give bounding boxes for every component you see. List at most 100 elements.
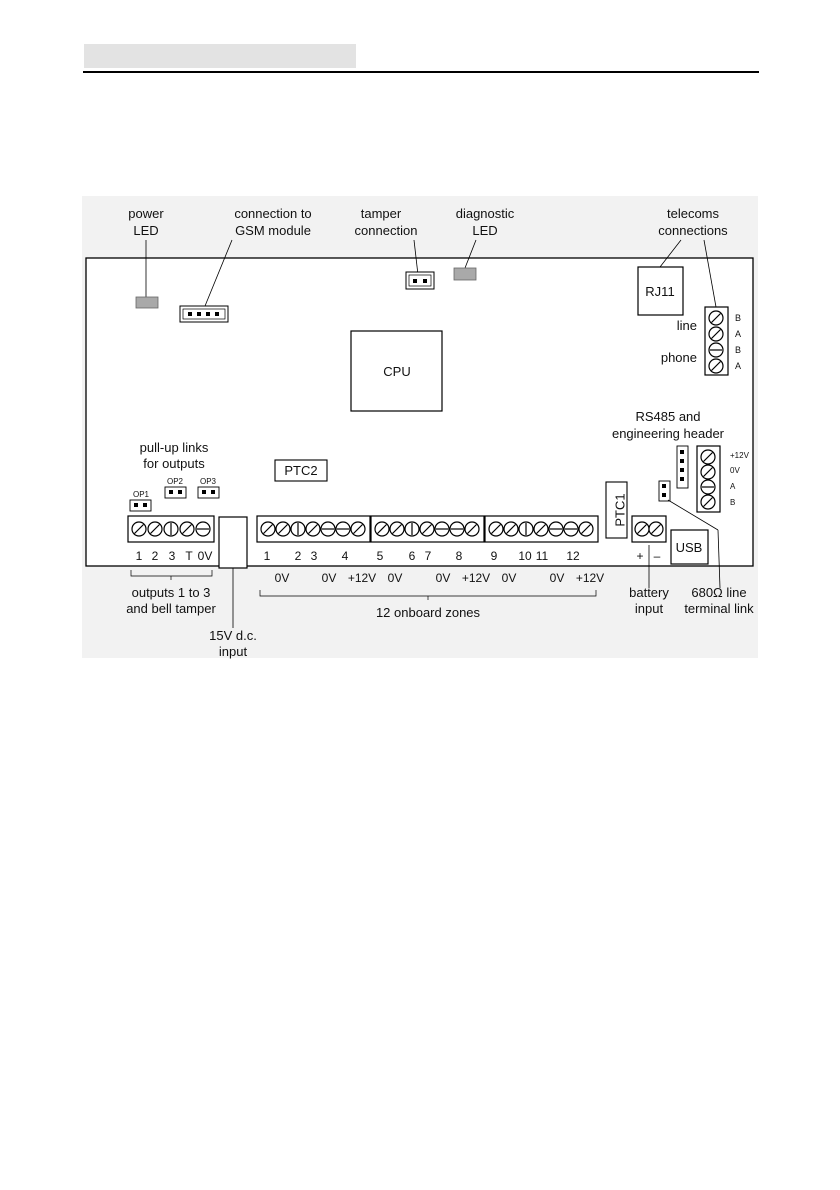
tamper-label-1: tamper bbox=[361, 206, 402, 221]
output-terminal-3 bbox=[163, 521, 179, 537]
cpu-chip bbox=[350, 330, 443, 412]
op3-link bbox=[197, 486, 220, 499]
op1-link bbox=[129, 499, 152, 512]
telecoms-leader-rj11 bbox=[659, 239, 682, 268]
output-terminal-2 bbox=[147, 521, 163, 537]
output-term-label-1: 1 bbox=[136, 549, 143, 563]
zone-num-8: 8 bbox=[456, 549, 463, 563]
header-rule bbox=[83, 71, 759, 73]
dc-input-socket bbox=[218, 516, 248, 569]
output-terminal-1 bbox=[131, 521, 147, 537]
output-term-label-4: T bbox=[185, 549, 193, 563]
battery-caption-2: input bbox=[635, 601, 664, 616]
zone-num-3: 3 bbox=[311, 549, 318, 563]
telecoms-leader-terminals bbox=[703, 239, 717, 308]
gsm-leader bbox=[204, 239, 233, 307]
outputs-terminal-block bbox=[127, 515, 215, 543]
pullup-label-1: pull-up links bbox=[140, 440, 209, 455]
line-link-caption-1: 680Ω line bbox=[691, 585, 746, 600]
telecom-pin-4: A bbox=[735, 361, 741, 371]
rs485-terminal-1 bbox=[700, 449, 716, 465]
rs485-label-1: RS485 and bbox=[635, 409, 700, 424]
zone-num-1: 1 bbox=[264, 549, 271, 563]
zone-terminal-block-3 bbox=[484, 515, 599, 543]
ptc1 bbox=[605, 481, 628, 539]
phone-label: phone bbox=[661, 350, 697, 365]
rs485-terminal-3 bbox=[700, 479, 716, 495]
usb-label: USB bbox=[676, 540, 703, 555]
zone-bottom-4: 0V bbox=[388, 571, 403, 585]
output-terminal-4 bbox=[179, 521, 195, 537]
usb-port bbox=[670, 529, 709, 565]
ptc2-label: PTC2 bbox=[284, 463, 317, 478]
zones-caption: 12 onboard zones bbox=[376, 605, 481, 620]
power-led-label-1: power bbox=[128, 206, 164, 221]
telecoms-label-1: telecoms bbox=[667, 206, 720, 221]
telecoms-label-2: connections bbox=[658, 223, 728, 238]
rs485-terminal-block bbox=[696, 445, 721, 513]
zones-bracket bbox=[259, 590, 597, 597]
diagnostic-led bbox=[453, 267, 477, 281]
telecom-terminal-block bbox=[704, 306, 729, 376]
output-term-label-2: 2 bbox=[152, 549, 159, 563]
telecom-terminal-4 bbox=[708, 358, 724, 374]
output-terminal-5 bbox=[195, 521, 211, 537]
battery-plus-label: + bbox=[636, 549, 643, 563]
gsm-label-1: connection to bbox=[234, 206, 311, 221]
gsm-label-2: GSM module bbox=[235, 223, 311, 238]
output-term-label-3: 3 bbox=[169, 549, 176, 563]
rs485-pin-3: A bbox=[730, 482, 736, 491]
battery-minus-label: – bbox=[654, 549, 661, 563]
zone-num-9: 9 bbox=[491, 549, 498, 563]
tamper-leader bbox=[413, 239, 419, 276]
line-terminal-link bbox=[658, 480, 671, 502]
zone-terminal-block-2 bbox=[370, 515, 485, 543]
zone-num-4: 4 bbox=[342, 549, 349, 563]
telecom-terminal-3 bbox=[708, 342, 724, 358]
rs485-terminal-4 bbox=[700, 494, 716, 510]
diag-led-label-2: LED bbox=[472, 223, 497, 238]
outputs-caption-1: outputs 1 to 3 bbox=[132, 585, 211, 600]
rs485-pin-4: B bbox=[730, 498, 735, 507]
battery-terminal-block bbox=[631, 515, 667, 543]
telecom-terminal-1 bbox=[708, 310, 724, 326]
zone-num-5: 5 bbox=[377, 549, 384, 563]
battery-terminal-minus bbox=[648, 521, 664, 537]
zone-bottom-8: 0V bbox=[550, 571, 565, 585]
diag-led-label-1: diagnostic bbox=[456, 206, 515, 221]
zone-bottom-6: +12V bbox=[462, 571, 490, 585]
zone-num-7: 7 bbox=[425, 549, 432, 563]
tamper-connector bbox=[405, 271, 435, 290]
telecom-terminal-2 bbox=[708, 326, 724, 342]
zone-num-12: 12 bbox=[566, 549, 580, 563]
dc-caption-1: 15V d.c. bbox=[209, 628, 257, 643]
zone-bottom-1: 0V bbox=[275, 571, 290, 585]
rj11-socket bbox=[637, 266, 684, 316]
power-led bbox=[135, 296, 159, 309]
zone-bottom-9: +12V bbox=[576, 571, 604, 585]
power-led-label-2: LED bbox=[133, 223, 158, 238]
header-bar bbox=[84, 44, 356, 68]
zone-bottom-2: 0V bbox=[322, 571, 337, 585]
line-label: line bbox=[677, 318, 697, 333]
engineering-header bbox=[676, 445, 689, 489]
op3-label: OP3 bbox=[200, 477, 217, 486]
zone-terminal-block-1 bbox=[256, 515, 371, 543]
zone-num-11: 11 bbox=[536, 549, 549, 563]
battery-caption-1: battery bbox=[629, 585, 669, 600]
ptc1-label: PTC1 bbox=[612, 493, 627, 526]
rs485-label-2: engineering header bbox=[612, 426, 725, 441]
rs485-pin-2: 0V bbox=[730, 466, 740, 475]
zone-num-2: 2 bbox=[295, 549, 302, 563]
battery-terminal-plus bbox=[634, 521, 650, 537]
outputs-bracket bbox=[130, 570, 213, 577]
op1-label: OP1 bbox=[133, 490, 150, 499]
line-link-leader-a bbox=[667, 499, 719, 531]
line-link-leader-b bbox=[717, 529, 721, 589]
zone-num-6: 6 bbox=[409, 549, 416, 563]
zone-bottom-3: +12V bbox=[348, 571, 376, 585]
telecom-pin-3: B bbox=[735, 345, 741, 355]
pullup-label-2: for outputs bbox=[143, 456, 205, 471]
output-term-label-5: 0V bbox=[198, 549, 213, 563]
